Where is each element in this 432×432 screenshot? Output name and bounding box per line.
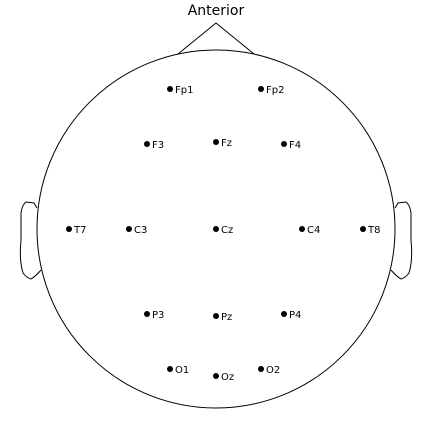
electrode-label: Fz	[221, 138, 232, 149]
electrode-label: C4	[307, 225, 320, 236]
electrode-label: C3	[134, 225, 147, 236]
electrode-label: Fp2	[266, 85, 284, 96]
electrode-label: F4	[289, 140, 301, 151]
electrode-oz: Oz	[213, 372, 234, 383]
electrode-label: T8	[367, 225, 380, 236]
electrode-marker	[281, 311, 287, 317]
electrode-label: O1	[175, 365, 189, 376]
electrode-marker	[299, 226, 305, 232]
electrode-c3: C3	[126, 225, 147, 236]
electrode-f3: F3	[144, 140, 164, 151]
electrode-marker	[258, 86, 264, 92]
head-outline	[36, 49, 396, 409]
electrode-o2: O2	[258, 365, 280, 376]
electrode-p4: P4	[281, 310, 301, 321]
electrode-label: Pz	[221, 312, 232, 323]
electrode-label: Cz	[221, 225, 233, 236]
electrode-marker	[360, 226, 366, 232]
electrode-marker	[213, 313, 219, 319]
electrode-marker	[144, 141, 150, 147]
electrode-pz: Pz	[213, 312, 232, 323]
electrode-fz: Fz	[213, 138, 232, 149]
electrode-f4: F4	[281, 140, 301, 151]
electrode-label: F3	[152, 140, 164, 151]
electrode-marker	[258, 366, 264, 372]
electrode-label: O2	[266, 365, 280, 376]
electrode-group: Fp1 Fp2 F3 Fz F4 T7 C3 Cz	[66, 85, 380, 383]
left-ear-outline	[19, 201, 42, 280]
electrode-label: Oz	[221, 372, 234, 383]
electrode-c4: C4	[299, 225, 320, 236]
electrode-marker	[144, 311, 150, 317]
electrode-t8: T8	[360, 225, 380, 236]
electrode-marker	[126, 226, 132, 232]
electrode-label: T7	[73, 225, 86, 236]
electrode-p3: P3	[144, 310, 164, 321]
electrode-cz: Cz	[213, 225, 233, 236]
electrode-marker	[213, 373, 219, 379]
electrode-marker	[213, 226, 219, 232]
electrode-t7: T7	[66, 225, 86, 236]
diagram-title: Anterior	[188, 3, 245, 19]
electrode-label: P3	[152, 310, 164, 321]
electrode-fp1: Fp1	[167, 85, 193, 96]
electrode-marker	[167, 366, 173, 372]
electrode-marker	[66, 226, 72, 232]
electrode-marker	[213, 139, 219, 145]
electrode-label: P4	[289, 310, 301, 321]
right-ear-outline	[390, 201, 413, 280]
electrode-marker	[281, 141, 287, 147]
electrode-fp2: Fp2	[258, 85, 284, 96]
electrode-o1: O1	[167, 365, 189, 376]
electrode-marker	[167, 86, 173, 92]
nose-outline	[177, 22, 255, 55]
electrode-label: Fp1	[175, 85, 193, 96]
